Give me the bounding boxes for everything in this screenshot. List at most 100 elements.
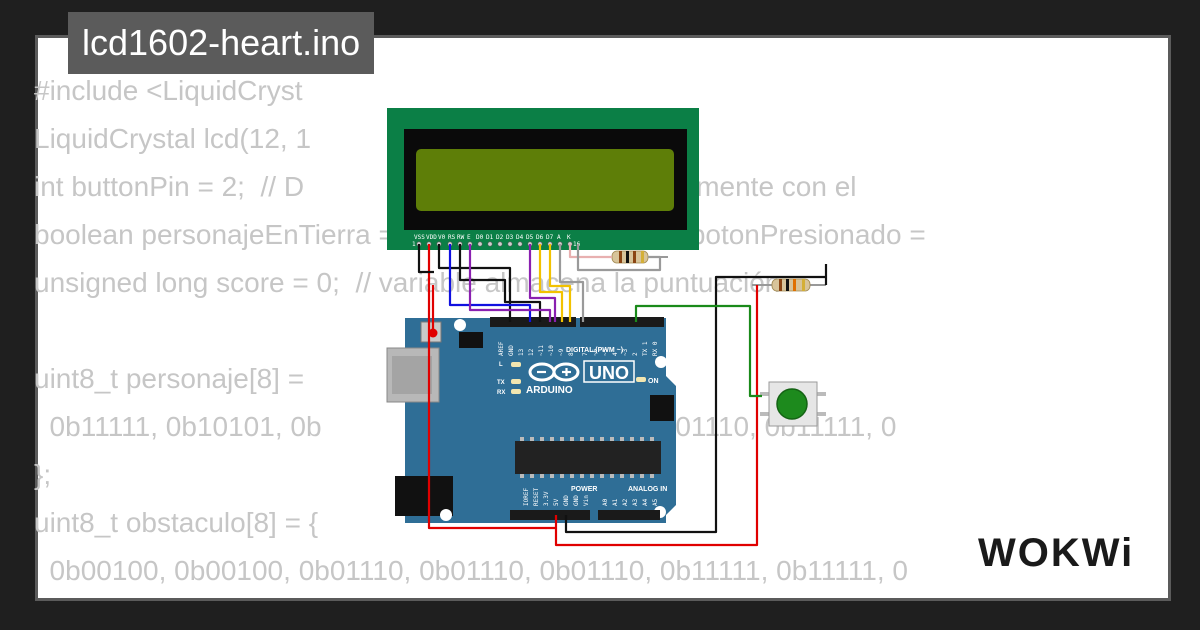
arduino-pin-label: A0	[602, 498, 609, 506]
arduino-pin-label: ~9	[558, 348, 565, 356]
chip-pins	[520, 437, 654, 478]
wire-junction	[428, 328, 438, 338]
wire-rw	[458, 244, 542, 322]
wire-gnd-lcd	[417, 244, 434, 274]
arduino-pin-label: GND	[563, 495, 570, 506]
code-line: 0b00100, 0b00100, 0b01110, 0b01110, 0b01…	[34, 555, 908, 586]
power-header-title: POWER	[571, 486, 597, 493]
arduino-pin-label: GND	[573, 495, 580, 506]
board-brand: ARDUINO	[526, 385, 573, 396]
arduino-pin-label: RESET	[533, 488, 540, 506]
arduino-pin-label: 2	[632, 352, 639, 356]
arduino-pin-label: 8	[568, 352, 575, 356]
arduino-pin-label: 7	[582, 352, 589, 356]
lcd-pin-label: VSS	[414, 234, 425, 241]
wokwi-logo: WOKWi	[978, 531, 1134, 575]
led-on	[636, 377, 646, 382]
dc-power-jack	[395, 476, 453, 516]
lcd1602-display[interactable]: VSS VDD V0 RS RW E D0 D1 D2 D3 D4 D5 D6 …	[387, 108, 699, 250]
lcd-screen	[416, 149, 674, 211]
lcd-pin-label: D3	[506, 234, 514, 241]
arduino-logo-icon	[528, 362, 580, 382]
wire-d4	[528, 244, 557, 322]
wokwi-logo-text: WOKWi	[978, 531, 1134, 575]
lcd-pin-label: K	[567, 234, 571, 241]
arduino-pin-label: ~5	[602, 348, 609, 356]
power-pin-labels: IOREF RESET 3.3V 5V GND GND Vin	[523, 488, 590, 506]
lcd-pin-label: D6	[536, 234, 544, 241]
code-line: uint8_t personaje[8] =	[34, 363, 305, 394]
wire-5v	[427, 244, 558, 530]
code-line: };	[34, 459, 52, 490]
wire-gnd-button	[564, 275, 826, 534]
arduino-pin-label: GND	[508, 345, 515, 356]
arduino-pin-label: AREF	[498, 341, 505, 356]
arduino-pin-label: A4	[642, 498, 649, 506]
lcd-pin-label: RW	[457, 234, 465, 241]
digital-header-labels: AREF GND 13 12 ~11 ~10 ~9 8 7 ~6 ~5 4 ~3…	[498, 341, 659, 356]
wire-d5	[538, 244, 564, 322]
power-header	[510, 510, 590, 520]
wire-rs	[448, 244, 532, 322]
wire-button-signal	[634, 304, 762, 398]
arduino-pin-label: ~11	[538, 345, 545, 356]
mounting-hole	[655, 356, 667, 368]
code-preview: #include <LiquidCryst LiquidCrystal lcd(…	[34, 67, 1098, 586]
arduino-pin-label: A3	[632, 498, 639, 506]
resistor-lcd-backlight[interactable]	[598, 250, 668, 264]
arduino-pin-label: A5	[652, 498, 659, 506]
project-title[interactable]: lcd1602-heart.ino	[68, 12, 375, 74]
wires	[417, 244, 828, 547]
lcd-pin-label: D1	[486, 234, 494, 241]
atmega-chip	[515, 441, 661, 474]
lcd-pin-label: D5	[526, 234, 534, 241]
lcd-pin-label: E	[467, 234, 471, 241]
lcd-pin-label: VDD	[426, 234, 437, 241]
pushbutton[interactable]	[760, 381, 826, 427]
lcd-pin-label: RS	[448, 234, 456, 241]
led-rx-label: RX	[497, 390, 505, 396]
arduino-pin-label: 4	[612, 352, 619, 356]
lcd-pin-last: 16	[573, 241, 581, 248]
arduino-pin-label: ~6	[592, 348, 599, 356]
led-tx-label: TX	[497, 380, 505, 386]
button-cap[interactable]	[776, 388, 808, 420]
lcd-pin-label: D0	[476, 234, 484, 241]
code-line: LiquidCrystal lcd(12, 1	[34, 123, 312, 154]
led-l-label: L	[499, 362, 503, 368]
arduino-pin-label: Vin	[583, 495, 590, 506]
arduino-pin-label: 13	[518, 348, 525, 356]
arduino-pin-label: 5V	[553, 498, 560, 506]
wire-enable	[468, 244, 552, 322]
analog-header	[598, 510, 660, 520]
arduino-pin-label: IOREF	[523, 488, 530, 506]
led-tx	[511, 379, 521, 384]
wire-gnd-rw	[437, 244, 512, 322]
lcd-pin-label: A	[557, 234, 561, 241]
wire-backlight-k	[576, 244, 662, 272]
analog-header-title: ANALOG IN	[628, 486, 667, 493]
arduino-pin-label: ~3	[622, 348, 629, 356]
arduino-uno-board[interactable]: AREF GND 13 12 ~11 ~10 ~9 8 7 ~6 ~5 4 ~3…	[386, 317, 676, 523]
led-on-label: ON	[648, 378, 659, 385]
analog-pin-labels: A0 A1 A2 A3 A4 A5	[602, 498, 659, 506]
resistor-button-pulldown[interactable]	[752, 278, 826, 292]
code-line: uint8_t obstaculo[8] = {	[34, 507, 319, 538]
lcd-pin-first: 1	[412, 241, 416, 248]
icsp-header	[459, 332, 674, 421]
arduino-pin-label: 3.3V	[543, 491, 550, 506]
led-rx	[511, 389, 521, 394]
arduino-pin-label: ~10	[548, 345, 555, 356]
wire-d7	[558, 244, 585, 322]
uno-badge	[583, 360, 635, 383]
digital-header-title: DIGITAL (PWM ~)	[566, 347, 623, 354]
mounting-hole	[454, 319, 466, 331]
digital-header-left	[490, 317, 576, 327]
arduino-pin-label: A1	[612, 498, 619, 506]
code-line: #include <LiquidCryst	[34, 75, 303, 106]
lcd-pin-label: D7	[546, 234, 554, 241]
board-model: UNO	[589, 363, 629, 383]
arduino-pin-label: 12	[528, 348, 535, 356]
lcd-pin-label: V0	[438, 234, 446, 241]
